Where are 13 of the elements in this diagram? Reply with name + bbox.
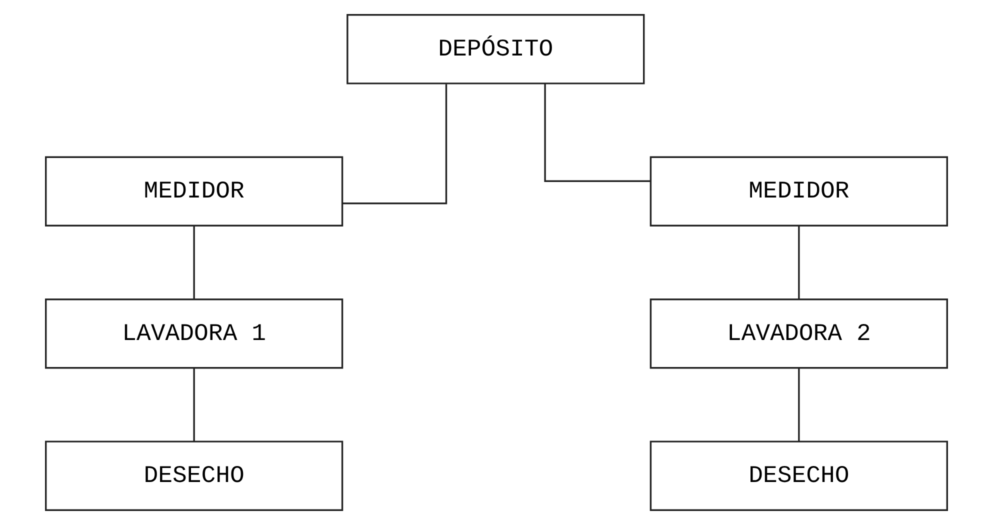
connector bbox=[798, 226, 800, 300]
connector bbox=[193, 226, 195, 300]
connector bbox=[193, 368, 195, 442]
node-box: DESECHO bbox=[45, 440, 344, 511]
node-box: DEPÓSITO bbox=[346, 14, 645, 84]
connector bbox=[544, 84, 650, 182]
node-box: MEDIDOR bbox=[45, 156, 344, 227]
node-box: DESECHO bbox=[650, 440, 948, 511]
connector bbox=[342, 84, 448, 204]
node-box: LAVADORA 1 bbox=[45, 298, 344, 369]
connector bbox=[798, 368, 800, 442]
node-box: MEDIDOR bbox=[650, 156, 948, 227]
node-box: LAVADORA 2 bbox=[650, 298, 948, 369]
